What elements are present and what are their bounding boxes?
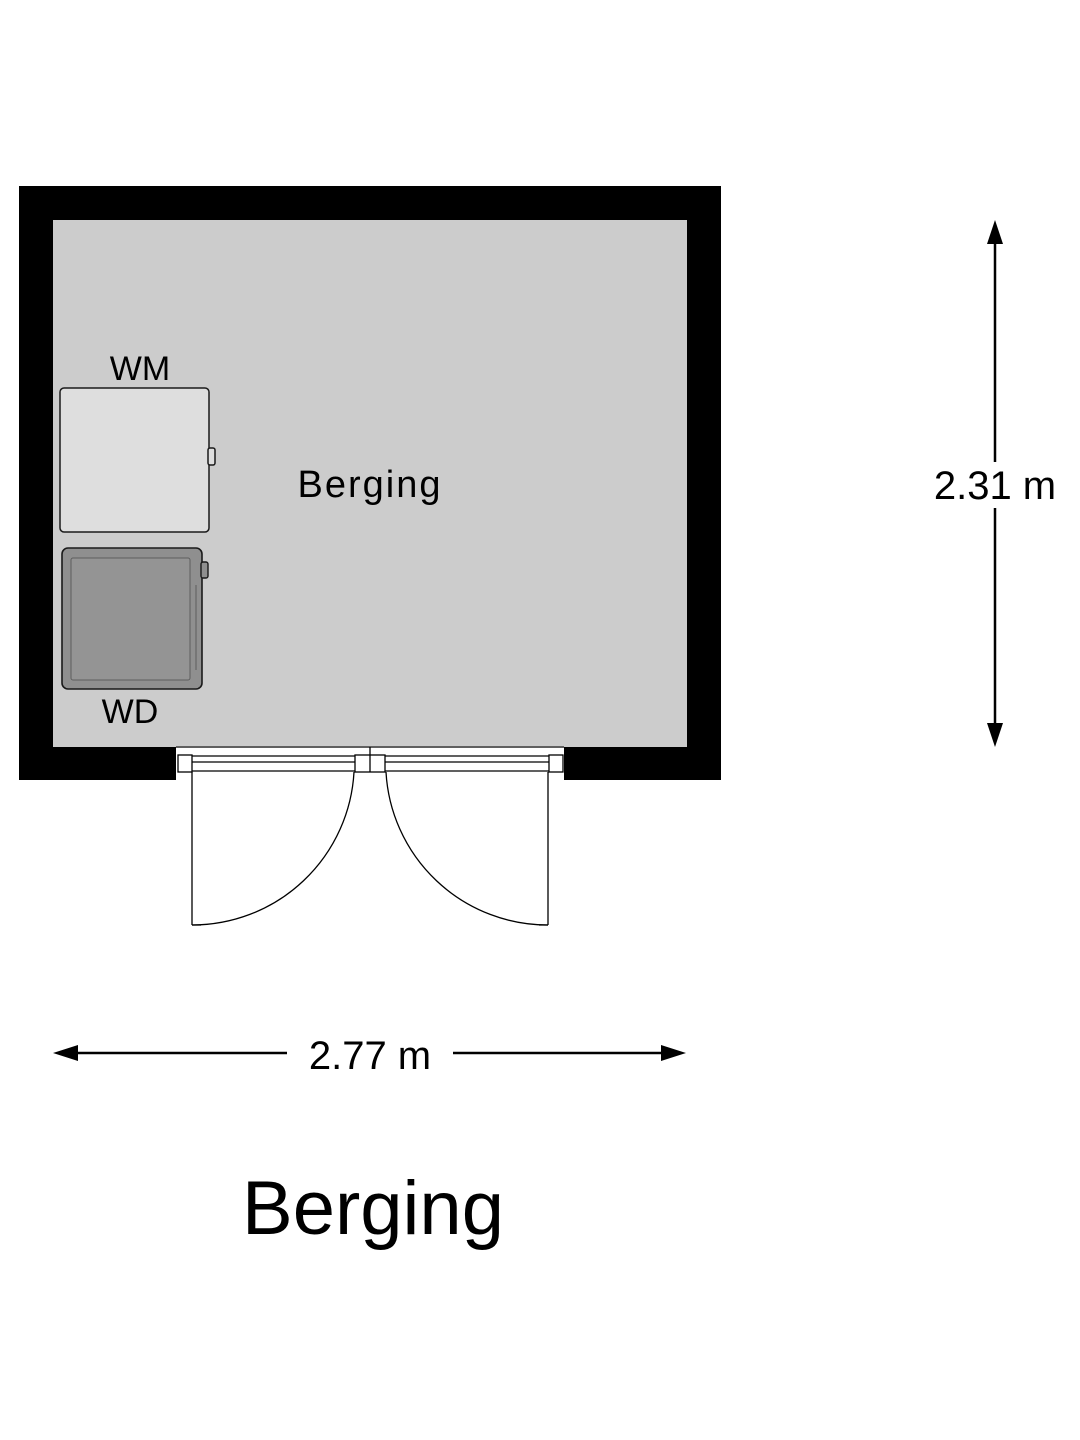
plan-title: Berging bbox=[242, 1166, 504, 1251]
door-right bbox=[385, 771, 549, 926]
door-left bbox=[191, 771, 355, 926]
width-dimension: 2.77 m bbox=[53, 1034, 686, 1078]
arrow-up-icon bbox=[987, 220, 1003, 244]
width-dimension-label: 2.77 m bbox=[309, 1034, 431, 1078]
arrow-down-icon bbox=[987, 723, 1003, 747]
washing-machine bbox=[59, 387, 216, 533]
height-dimension-label: 2.31 m bbox=[934, 464, 1056, 508]
height-dimension: 2.31 m bbox=[934, 220, 1056, 747]
washing-machine-label: WM bbox=[110, 350, 170, 388]
dryer-label: WD bbox=[102, 693, 159, 731]
room-label: Berging bbox=[298, 464, 443, 506]
arrow-right-icon bbox=[661, 1045, 686, 1061]
door-frame bbox=[176, 746, 564, 773]
arrow-left-icon bbox=[53, 1045, 78, 1061]
dryer bbox=[61, 547, 209, 690]
